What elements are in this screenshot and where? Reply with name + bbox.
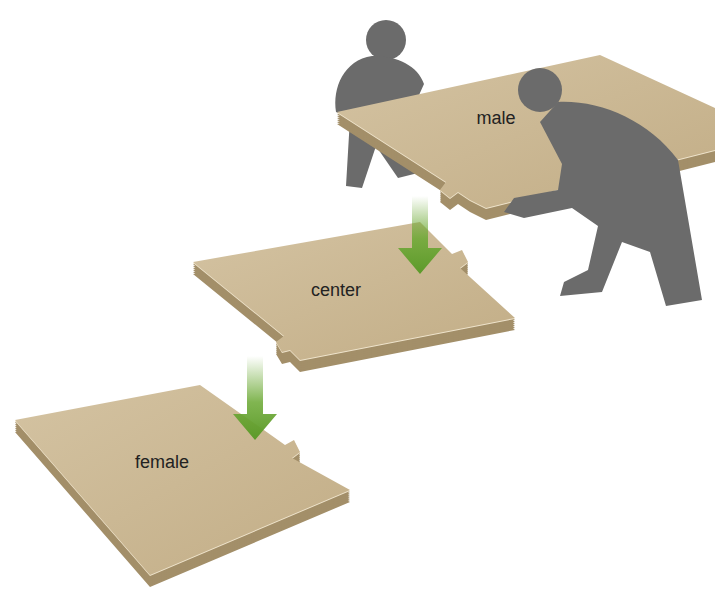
panel-shape <box>10 380 355 590</box>
panel-top-face <box>193 222 515 360</box>
panel-label: center <box>311 280 361 301</box>
panel-top-face <box>15 385 350 575</box>
panel-highlight <box>193 223 515 361</box>
panel-label: male <box>476 108 515 129</box>
panel-node: center <box>188 218 520 376</box>
panel-label: female <box>135 452 189 473</box>
panel-node: female <box>10 380 355 590</box>
panel-highlight <box>15 386 350 576</box>
panel-top-face <box>337 55 715 208</box>
panel-highlight <box>337 56 715 209</box>
person-head <box>366 20 406 60</box>
